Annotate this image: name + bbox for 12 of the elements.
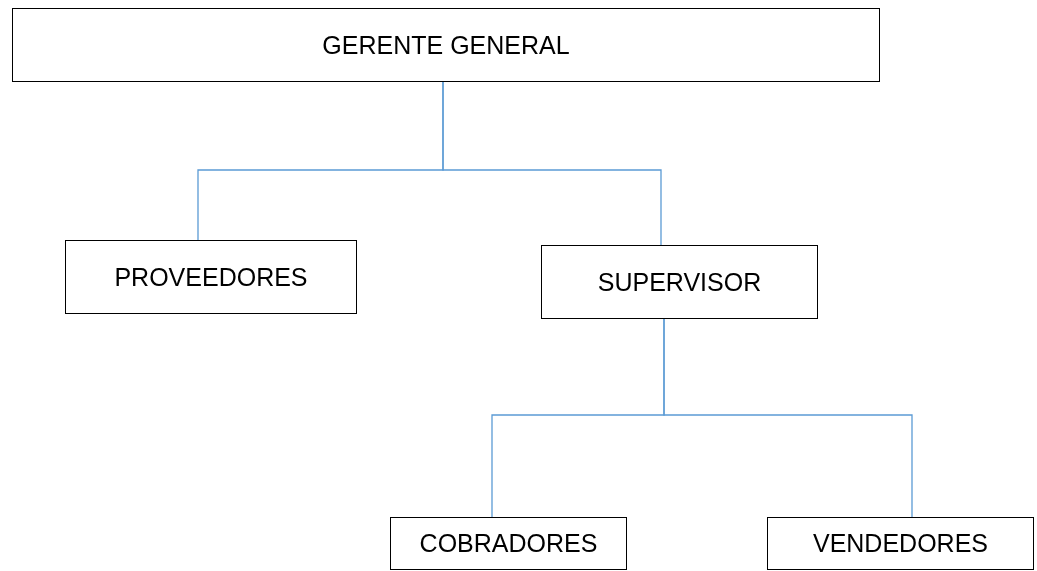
org-box — [541, 245, 818, 319]
box-label: GERENTE GENERAL — [322, 30, 570, 60]
org-box — [390, 517, 627, 570]
box-label: COBRADORES — [419, 529, 598, 558]
box-label: SUPERVISOR — [597, 267, 762, 297]
box-label: VENDEDORES — [812, 529, 988, 558]
connector-line — [663, 318, 913, 518]
connector-line — [442, 81, 662, 246]
org-box — [65, 240, 357, 314]
org-box — [12, 8, 880, 82]
org-box — [767, 517, 1034, 570]
box-label: PROVEEDORES — [114, 262, 308, 292]
